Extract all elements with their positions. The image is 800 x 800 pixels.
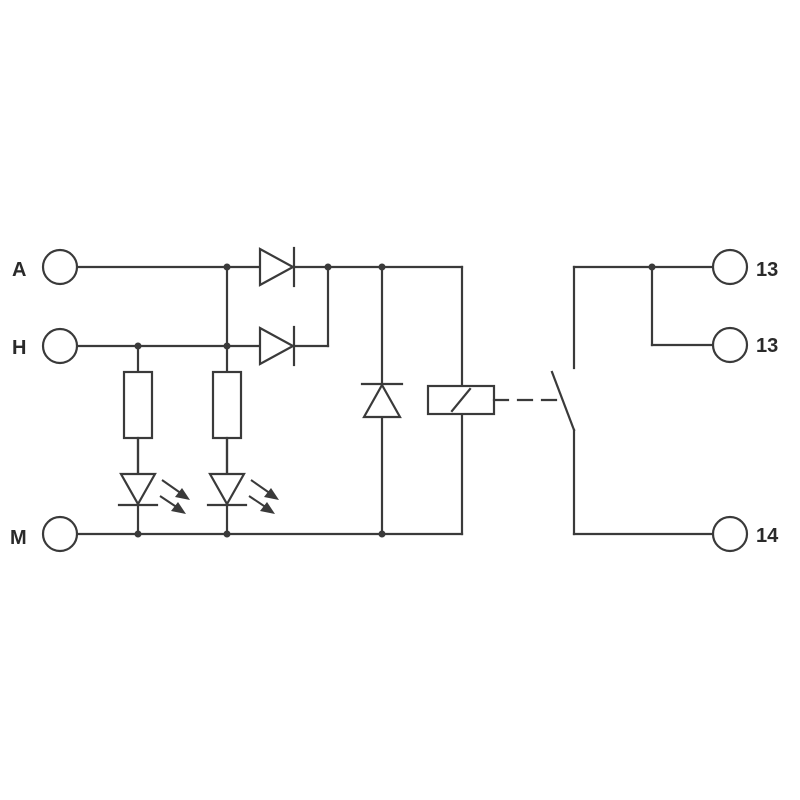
terminal-h (41, 327, 79, 365)
freewheel-diode-icon (360, 382, 404, 419)
junction-dots (134, 263, 656, 538)
terminal-label-h: H (12, 337, 26, 359)
terminal-a (41, 248, 79, 286)
output-wiring (572, 265, 714, 536)
resistor-2-icon (211, 370, 243, 440)
led-1-icon (117, 436, 190, 514)
terminal-label-13-mid: 13 (756, 335, 778, 357)
led-2-icon (206, 436, 279, 514)
terminal-m (41, 515, 79, 553)
terminal-label-m: M (10, 527, 27, 549)
relay-contact-icon (550, 265, 576, 536)
terminal-13-mid (711, 326, 749, 364)
diode-h-icon (258, 325, 296, 367)
terminal-label-14: 14 (756, 525, 779, 547)
terminal-14 (711, 515, 749, 553)
terminal-label-13-top: 13 (756, 259, 778, 281)
resistor-1-icon (122, 370, 154, 440)
relay-coil-icon (426, 384, 496, 416)
diode-a-icon (258, 246, 296, 288)
terminal-label-a: A (12, 259, 26, 281)
terminal-13-top (711, 248, 749, 286)
